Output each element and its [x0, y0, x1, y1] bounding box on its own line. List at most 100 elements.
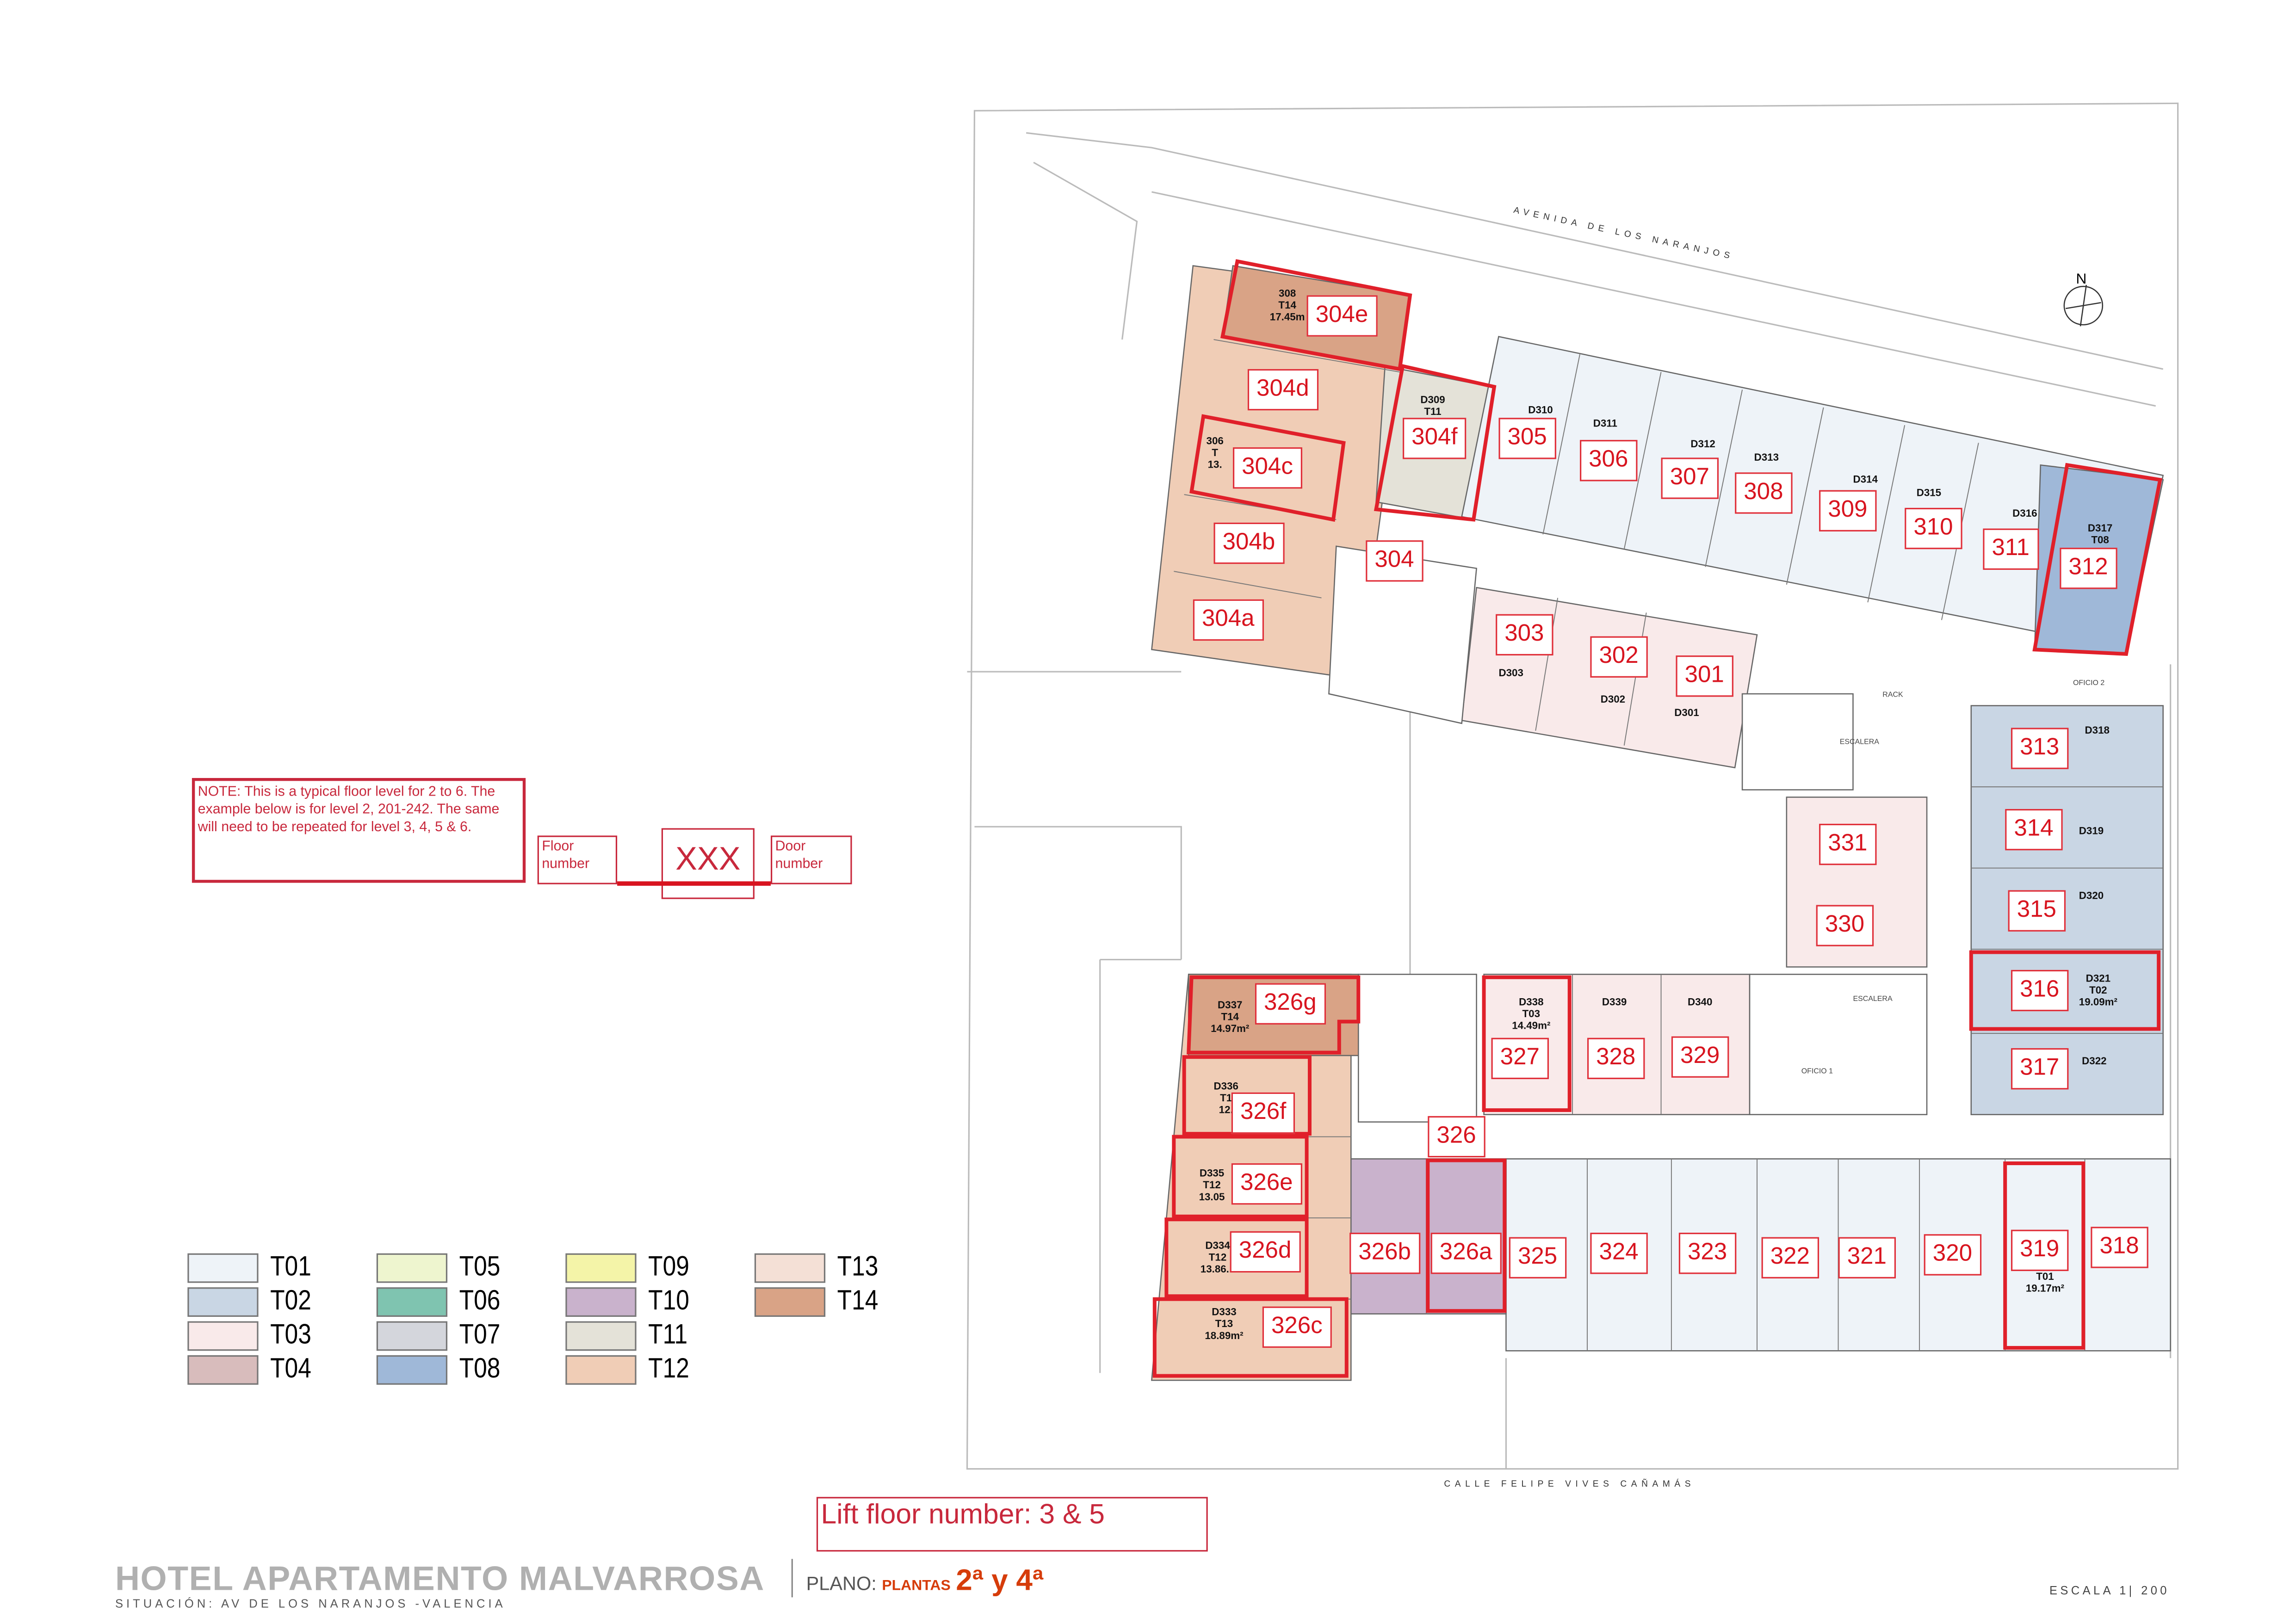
- room-label-310: 310: [1905, 507, 1962, 550]
- unit-code-label: D319: [2079, 827, 2104, 837]
- plan-title: PLANO: PLANTAS 2ª y 4ª: [806, 1565, 1044, 1599]
- unit-code-label: D335 T12 13.05: [1199, 1169, 1225, 1204]
- floor-number-key: Floor number: [537, 835, 618, 884]
- unit-code-label: D322: [2082, 1057, 2107, 1068]
- room-label-326d: 326d: [1230, 1231, 1300, 1273]
- room-label-326f: 326f: [1231, 1092, 1295, 1134]
- unit-code-label: 306 T 13.: [1206, 437, 1224, 471]
- legend-item-t05: T05: [376, 1252, 507, 1284]
- room-label-325: 325: [1509, 1237, 1566, 1278]
- legend-item-t09: T09: [565, 1252, 696, 1284]
- room-label-313: 313: [2011, 728, 2068, 769]
- unit-code-label: D303: [1498, 668, 1523, 679]
- legend-label: T04: [270, 1353, 311, 1385]
- room-label-318: 318: [2091, 1227, 2148, 1268]
- north-arrow-icon: [2063, 284, 2104, 327]
- unit-code-label: 308 T14 17.45m: [1269, 289, 1305, 323]
- room-label-316: 316: [2011, 969, 2068, 1012]
- unit-code-label: D334 T12 13.86...: [1200, 1241, 1235, 1276]
- legend-swatch: [376, 1321, 448, 1351]
- room-label-317: 317: [2011, 1048, 2068, 1090]
- room-label-324: 324: [1590, 1232, 1647, 1274]
- legend-item-t11: T11: [565, 1320, 694, 1352]
- legend-item-t02: T02: [187, 1286, 318, 1318]
- room-label-323: 323: [1678, 1232, 1736, 1274]
- room-label-304: 304: [1366, 540, 1423, 582]
- room-label-328: 328: [1587, 1037, 1645, 1080]
- unit-code-label: D317 T08: [2087, 524, 2113, 546]
- room-label-320: 320: [1924, 1234, 1981, 1276]
- room-label-326: 326: [1428, 1116, 1485, 1158]
- note-text: NOTE: This is a typical floor level for …: [198, 784, 500, 836]
- note-box: NOTE: This is a typical floor level for …: [192, 778, 526, 883]
- room-label-321: 321: [1838, 1237, 1896, 1278]
- legend-swatch: [565, 1287, 637, 1317]
- unit-code-label: D318: [2085, 726, 2110, 737]
- legend-label: T01: [270, 1252, 311, 1283]
- legend-label: T14: [837, 1285, 879, 1317]
- legend-label: T13: [837, 1252, 879, 1283]
- legend-label: T11: [648, 1320, 688, 1351]
- unit-code-label: D338 T03 14.49m²: [1512, 998, 1551, 1032]
- unit-code-label: D320: [2079, 891, 2104, 902]
- room-label-304c: 304c: [1232, 447, 1302, 489]
- legend-swatch: [187, 1321, 259, 1351]
- room-label-304a: 304a: [1193, 599, 1263, 641]
- unit-code-label: D302: [1600, 695, 1626, 706]
- unit-code-label: D312: [1690, 440, 1715, 451]
- unit-code-label: D321 T02 19.09m²: [2079, 974, 2118, 1008]
- lift-floor-note: Lift floor number: 3 & 5: [816, 1497, 1208, 1552]
- legend-swatch: [376, 1355, 448, 1385]
- legend-item-t07: T07: [376, 1320, 507, 1352]
- legend-swatch: [376, 1287, 448, 1317]
- unit-code-label: D310: [1528, 406, 1553, 417]
- legend-item-t13: T13: [754, 1252, 885, 1284]
- unit-code-label: D315: [1916, 488, 1942, 499]
- floor-number-label: Floor number: [542, 838, 590, 873]
- legend-label: T10: [648, 1285, 689, 1317]
- room-label-304f: 304f: [1403, 418, 1467, 459]
- north-label: N: [2076, 270, 2086, 287]
- legend-label: T05: [459, 1252, 501, 1283]
- legend-label: T12: [648, 1353, 689, 1385]
- room-label-331: 331: [1819, 823, 1876, 865]
- room-label-315: 315: [2008, 890, 2066, 932]
- unit-code-label: D313: [1754, 453, 1779, 464]
- legend-swatch: [754, 1253, 826, 1283]
- legend-item-t14: T14: [754, 1285, 885, 1318]
- plan-prefix: PLANO:: [806, 1572, 877, 1594]
- plan-label: PLANTAS: [882, 1578, 951, 1594]
- room-label-309: 309: [1819, 490, 1876, 531]
- scale-label: ESCALA 1| 200: [2049, 1584, 2170, 1598]
- unit-code-label: D309 T11: [1420, 395, 1445, 418]
- door-number-label: Door number: [775, 838, 823, 873]
- unit-code-label: D339: [1602, 998, 1627, 1008]
- room-label-302: 302: [1590, 636, 1647, 678]
- legend-item-t12: T12: [565, 1354, 696, 1386]
- legend-swatch: [187, 1287, 259, 1317]
- unit-code-label: D336 T1 12.: [1213, 1082, 1238, 1116]
- legend-swatch: [565, 1355, 637, 1385]
- project-location: SITUACIÓN: AV DE LOS NARANJOS -VALENCIA: [115, 1597, 506, 1611]
- legend-label: T07: [459, 1320, 501, 1351]
- unit-code-label: D311: [1593, 419, 1617, 430]
- room-label-304d: 304d: [1247, 369, 1318, 411]
- room-label-322: 322: [1761, 1237, 1819, 1278]
- legend-label: T06: [459, 1285, 501, 1317]
- room-label-305: 305: [1498, 418, 1556, 459]
- room-label-326g: 326g: [1255, 983, 1325, 1025]
- room-label-307: 307: [1661, 457, 1719, 499]
- room-label-303: 303: [1496, 614, 1553, 656]
- site-outline: [966, 102, 2179, 1470]
- unit-code-label: D301: [1674, 708, 1699, 719]
- legend-label: T03: [270, 1320, 311, 1351]
- room-label-319: 319: [2011, 1229, 2068, 1271]
- title-divider: [791, 1559, 793, 1598]
- legend-item-t06: T06: [376, 1285, 507, 1318]
- legend-swatch: [187, 1355, 259, 1385]
- room-label-314: 314: [2005, 809, 2062, 851]
- legend-swatch: [187, 1253, 259, 1283]
- unit-code-label: D333 T13 18.89m²: [1205, 1308, 1244, 1342]
- room-number-placeholder: XXX: [675, 840, 741, 877]
